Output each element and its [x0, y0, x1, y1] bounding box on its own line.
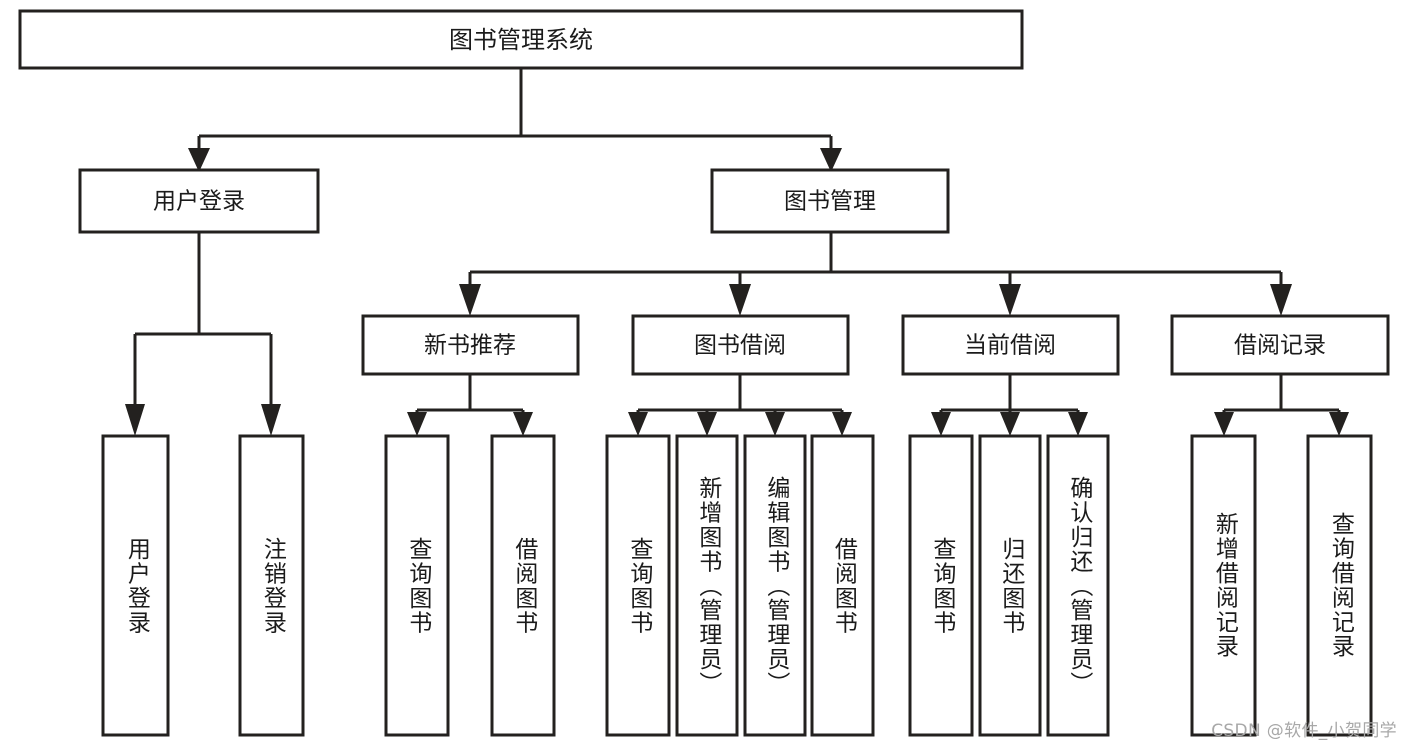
arrowhead-bb-leaf2	[697, 412, 717, 436]
leaf-box-cb-query-book[interactable]	[908, 434, 974, 737]
leaf-box-bb-add-book-admin[interactable]	[675, 434, 739, 737]
arrowhead-leaf-logout	[261, 404, 281, 436]
arrowhead-user-login	[188, 148, 210, 172]
node-new-book-recommend-label: 新书推荐	[424, 333, 516, 359]
leaf-box-cb-return-book[interactable]	[978, 434, 1042, 737]
leaf-box-cb-confirm-return-admin[interactable]	[1046, 434, 1110, 737]
arrowhead-bb-leaf3	[765, 412, 785, 436]
node-user-login-label: 用户登录	[153, 189, 245, 215]
leaf-box-logout[interactable]	[238, 434, 305, 737]
connector-group-user-login-leaves	[125, 232, 281, 436]
leaf-box-br-add-record[interactable]	[1190, 434, 1257, 737]
connector-group-current-borrow-leaves	[931, 374, 1088, 436]
arrowhead-bb-leaf1	[628, 412, 648, 436]
arrowhead-new-book	[459, 284, 481, 316]
node-book-management-label: 图书管理	[784, 189, 876, 215]
leaf-box-nb-query-book[interactable]	[384, 434, 450, 737]
arrowhead-leaf-user-login	[125, 404, 145, 436]
arrowhead-cb-leaf1	[931, 412, 951, 436]
arrowhead-nb-leaf2	[513, 412, 533, 436]
csdn-watermark: CSDN @软件_小贺同学	[1211, 721, 1397, 741]
arrowhead-cb-leaf3	[1068, 412, 1088, 436]
node-book-management[interactable]	[710, 168, 950, 234]
arrowhead-br-leaf1	[1214, 412, 1234, 436]
leaf-box-bb-query-book[interactable]	[605, 434, 671, 737]
arrowhead-borrow-records	[1270, 284, 1292, 316]
connector-group-new-book-leaves	[407, 374, 533, 436]
leaf-box-bb-edit-book-admin[interactable]	[743, 434, 807, 737]
arrowhead-bb-leaf4	[832, 412, 852, 436]
node-current-borrow-label: 当前借阅	[964, 333, 1056, 359]
node-borrow-records[interactable]	[1170, 314, 1390, 376]
arrowhead-nb-leaf1	[407, 412, 427, 436]
node-user-login[interactable]	[78, 168, 320, 234]
leaf-box-user-login[interactable]	[101, 434, 170, 737]
arrowhead-current-borrow	[999, 284, 1021, 316]
leaf-box-br-query-record[interactable]	[1306, 434, 1373, 737]
connector-group-root-to-level2	[188, 68, 842, 172]
node-current-borrow[interactable]	[901, 314, 1120, 376]
connector-group-borrow-records-leaves	[1214, 374, 1349, 436]
node-root-book-management-system[interactable]	[18, 9, 1024, 70]
node-new-book-recommend[interactable]	[361, 314, 580, 376]
node-book-borrow-label: 图书借阅	[694, 333, 786, 359]
connector-group-book-borrow-leaves	[628, 374, 852, 436]
connector-group-book-manage-to-level3	[459, 232, 1292, 316]
node-root-label: 图书管理系统	[449, 26, 593, 54]
node-book-borrow[interactable]	[631, 314, 850, 376]
arrowhead-book-manage	[820, 148, 842, 172]
arrowhead-cb-leaf2	[1000, 412, 1020, 436]
node-borrow-records-label: 借阅记录	[1234, 333, 1326, 359]
leaf-box-bb-borrow-book[interactable]	[810, 434, 875, 737]
arrowhead-br-leaf2	[1329, 412, 1349, 436]
leaf-box-nb-borrow-book[interactable]	[490, 434, 556, 737]
arrowhead-book-borrow	[729, 284, 751, 316]
